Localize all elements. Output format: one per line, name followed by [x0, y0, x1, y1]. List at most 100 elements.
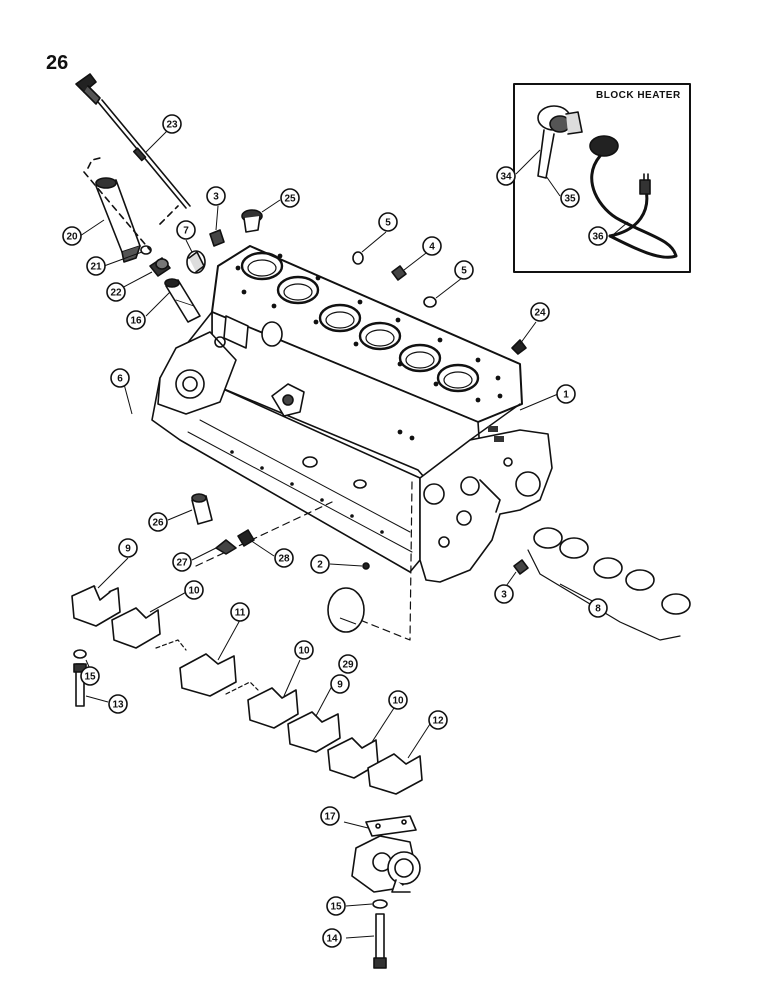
fitting-27	[215, 539, 237, 555]
fitting-28	[237, 529, 255, 547]
callout-circle	[326, 896, 346, 916]
callout-27: 27	[172, 552, 192, 572]
callout-5: 5	[378, 212, 398, 232]
callout-35: 35	[560, 188, 580, 208]
callout-label: 9	[337, 680, 343, 691]
gasket-17	[365, 815, 417, 837]
callout-28: 28	[274, 548, 294, 568]
callout-22: 22	[106, 282, 126, 302]
callout-circle	[338, 654, 358, 674]
callout-label: 23	[166, 120, 178, 131]
plug-25	[241, 209, 263, 233]
callout-label: 29	[342, 660, 354, 671]
callout-10: 10	[294, 640, 314, 660]
callout-36: 36	[588, 226, 608, 246]
callout-circle	[588, 226, 608, 246]
callout-circle	[560, 188, 580, 208]
plug-4	[391, 265, 407, 281]
callout-label: 3	[501, 590, 507, 601]
oil-pump	[351, 835, 421, 893]
callout-label: 10	[188, 586, 200, 597]
callout-circle	[330, 674, 350, 694]
callout-label: 22	[110, 288, 122, 299]
callout-15: 15	[80, 666, 100, 686]
callout-circle	[310, 554, 330, 574]
callout-9: 9	[330, 674, 350, 694]
callout-circle	[206, 186, 226, 206]
washer-15-b	[372, 899, 388, 909]
dowel-2	[362, 562, 370, 570]
washer-15-a	[73, 649, 87, 659]
callout-layer: 1233455678991010101112131415151617202122…	[62, 114, 608, 948]
callout-circle	[530, 302, 550, 322]
callout-label: 24	[534, 308, 546, 319]
plug-5-b	[423, 296, 437, 308]
callout-12: 12	[428, 710, 448, 730]
callout-circle	[176, 220, 196, 240]
welch-plug-29	[327, 587, 365, 633]
callout-26: 26	[148, 512, 168, 532]
callout-circle	[454, 260, 474, 280]
callout-circle	[388, 690, 408, 710]
callout-10: 10	[184, 580, 204, 600]
plug-3-bottom	[513, 559, 529, 575]
callout-circle	[162, 114, 182, 134]
block-heater-cord	[589, 135, 678, 259]
callout-7: 7	[176, 220, 196, 240]
callout-label: 14	[326, 934, 338, 945]
main-bearing-cap-9b	[287, 711, 341, 753]
block-heater-element	[537, 105, 583, 179]
tube-sleeve-16	[164, 278, 201, 323]
fitting-22	[149, 257, 171, 277]
plug-24	[511, 339, 527, 355]
callout-label: 28	[278, 554, 290, 565]
callout-label: 34	[500, 172, 512, 183]
callout-circle	[110, 368, 130, 388]
callout-3: 3	[494, 584, 514, 604]
callout-circle	[108, 694, 128, 714]
callout-circle	[294, 640, 314, 660]
callout-9: 9	[118, 538, 138, 558]
callout-circle	[230, 602, 250, 622]
callout-label: 3	[213, 192, 219, 203]
dipstick	[75, 73, 191, 209]
callout-24: 24	[530, 302, 550, 322]
callout-label: 26	[152, 518, 164, 529]
callout-circle	[184, 580, 204, 600]
callout-5: 5	[454, 260, 474, 280]
callout-circle	[496, 166, 516, 186]
callout-circle	[80, 666, 100, 686]
callout-label: 27	[176, 558, 188, 569]
callout-label: 11	[235, 608, 246, 619]
callout-label: 5	[461, 266, 467, 277]
callout-11: 11	[230, 602, 250, 622]
main-bearing-cap-9a	[71, 585, 121, 627]
plug-26	[191, 493, 213, 525]
main-bearing-cap-12	[367, 753, 423, 795]
inset-title: BLOCK HEATER	[596, 90, 681, 101]
callout-label: 9	[125, 544, 131, 555]
callout-circle	[62, 226, 82, 246]
callout-circle	[556, 384, 576, 404]
callout-label: 2	[317, 560, 323, 571]
callout-6: 6	[110, 368, 130, 388]
callout-label: 16	[130, 316, 142, 327]
callout-29: 29	[338, 654, 358, 674]
o-ring	[140, 245, 152, 255]
callout-10: 10	[388, 690, 408, 710]
bolt-14	[373, 913, 387, 969]
callout-13: 13	[108, 694, 128, 714]
callout-circle	[422, 236, 442, 256]
callout-circle	[428, 710, 448, 730]
callout-circle	[320, 806, 340, 826]
callout-circle	[494, 584, 514, 604]
callout-label: 6	[117, 374, 123, 385]
callout-label: 35	[564, 194, 576, 205]
callout-17: 17	[320, 806, 340, 826]
callout-circle	[86, 256, 106, 276]
plug-5-a	[352, 251, 364, 265]
callout-circle	[148, 512, 168, 532]
callout-label: 20	[66, 232, 78, 243]
callout-label: 8	[595, 604, 601, 615]
